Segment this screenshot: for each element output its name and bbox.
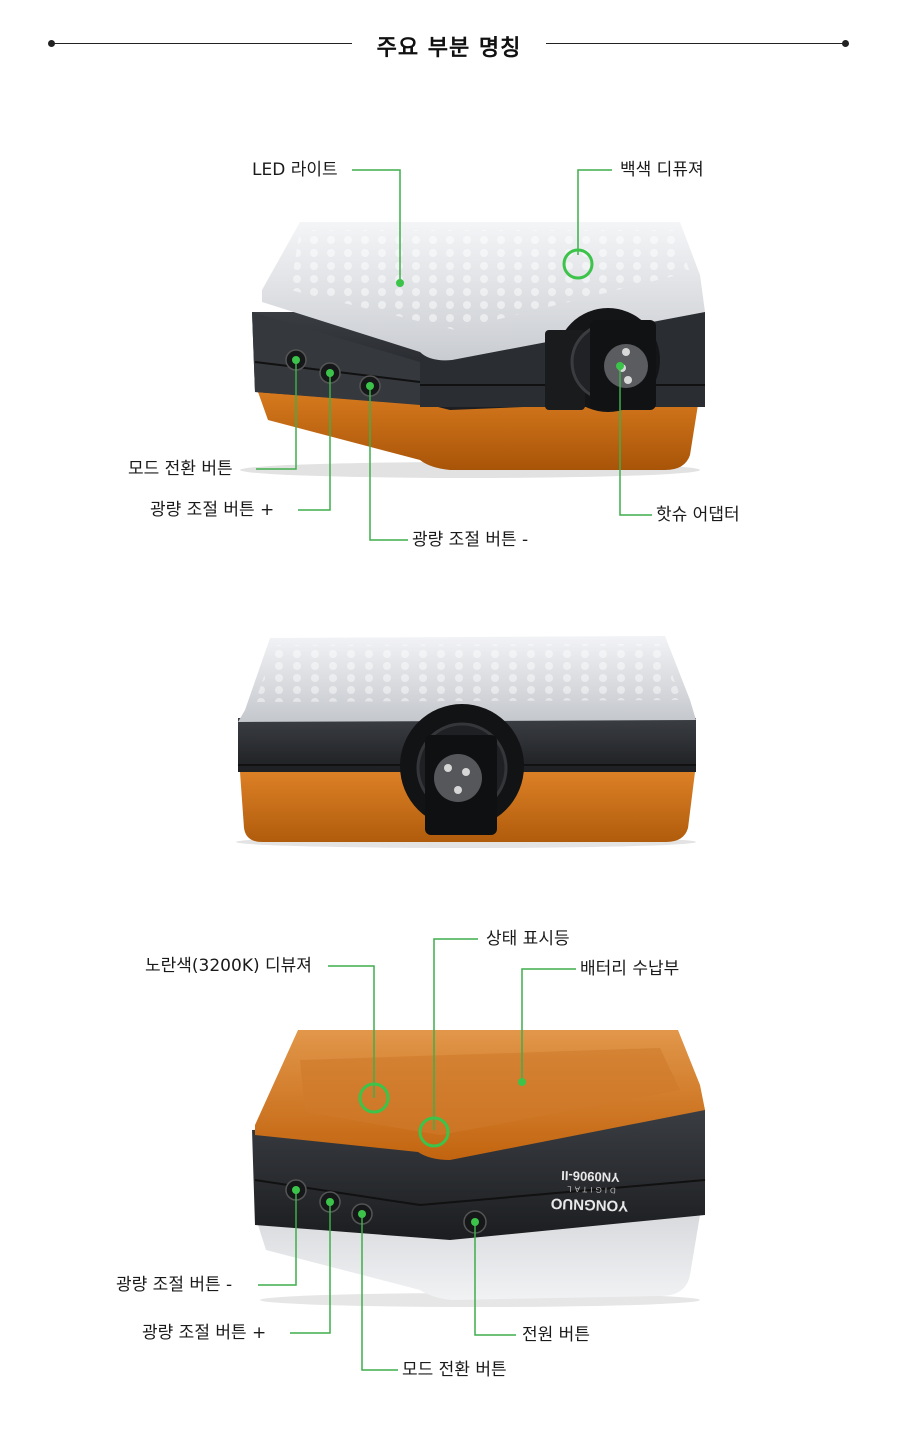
label-yellow-diffuser: 노란색(3200K) 디뷰져 <box>145 956 312 976</box>
header-rule-left <box>52 43 352 44</box>
product-photo-amber-diffuser: YONGNUO DIGITAL YN0906-II <box>0 1025 900 1310</box>
label-led-light: LED 라이트 <box>252 160 338 180</box>
label-status-indicator: 상태 표시등 <box>486 929 570 949</box>
page-title: 주요 부분 명칭 <box>376 36 522 61</box>
brand-logo-text: YONGNUO <box>550 1195 628 1215</box>
brand-sub-text: DIGITAL <box>564 1184 616 1195</box>
label-battery-compartment: 배터리 수납부 <box>580 959 680 979</box>
header-rule-right <box>546 43 846 44</box>
model-text: YN0906-II <box>561 1168 620 1185</box>
label-mode-switch-button-2: 모드 전환 버튼 <box>402 1360 507 1380</box>
label-power-button: 전원 버튼 <box>522 1325 590 1345</box>
header-dot-left <box>48 40 55 47</box>
label-brightness-minus-button-2: 광량 조절 버튼 - <box>116 1275 233 1295</box>
product-photo-front-angle <box>0 200 900 490</box>
label-white-diffuser: 백색 디퓨져 <box>620 160 704 180</box>
header-dot-right <box>842 40 849 47</box>
label-mode-switch-button: 모드 전환 버튼 <box>128 459 233 479</box>
label-brightness-minus-button: 광량 조절 버튼 - <box>412 530 529 550</box>
label-brightness-plus-button-2: 광량 조절 버튼 + <box>142 1323 267 1343</box>
label-brightness-plus-button: 광량 조절 버튼 + <box>150 500 275 520</box>
label-hotshoe-adapter: 핫슈 어댑터 <box>656 505 740 525</box>
product-photo-back <box>0 630 900 860</box>
